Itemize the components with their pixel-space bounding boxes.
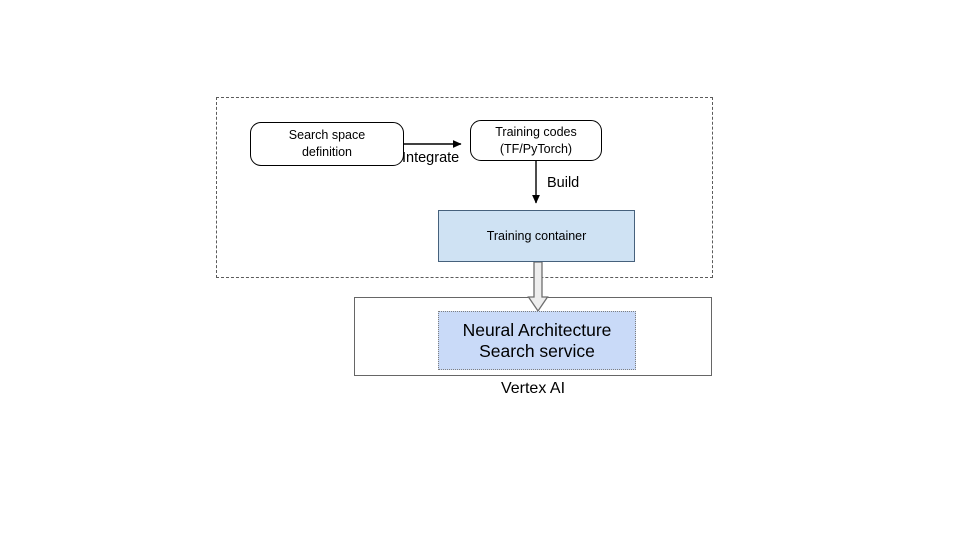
node-label-line2: Search service (479, 340, 595, 361)
node-label: Search space definition (289, 127, 365, 161)
node-training-codes[interactable]: Training codes (TF/PyTorch) (470, 120, 602, 161)
edge-label-build: Build (547, 175, 580, 191)
node-label-line1: Training codes (495, 124, 577, 139)
group-label-vertex-ai: Vertex AI (500, 380, 566, 397)
node-label: Training container (486, 229, 587, 243)
edge-label-integrate: Integrate (402, 150, 460, 166)
node-label-line1: Search space (288, 128, 366, 143)
node-label: Training codes (TF/PyTorch) (495, 124, 577, 158)
group-user-environment (216, 97, 713, 278)
node-label: Neural Architecture Search service (463, 320, 612, 362)
node-training-container[interactable]: Training container (438, 210, 635, 262)
node-search-space-definition[interactable]: Search space definition (250, 122, 404, 166)
node-label-line2: definition (301, 145, 353, 159)
node-label-line1: Neural Architecture (462, 319, 612, 340)
node-neural-architecture-search-service[interactable]: Neural Architecture Search service (438, 311, 636, 370)
node-label-line2: (TF/PyTorch) (499, 141, 573, 156)
